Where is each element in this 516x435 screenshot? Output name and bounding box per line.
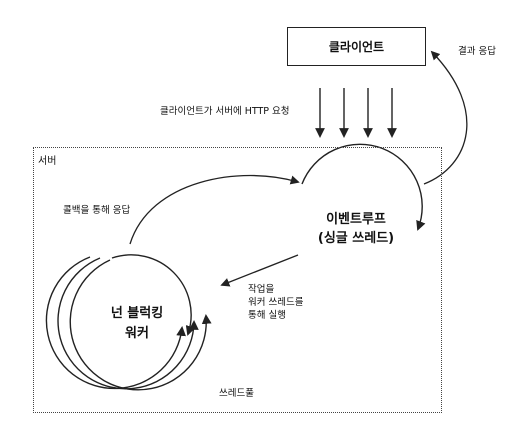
callback-response-label: 콜백을 통해 응답 [63,205,131,216]
worker-arc-1 [69,259,212,391]
workers-label-line1: 넌 블럭킹 [110,306,164,321]
http-request-arrows [315,88,397,138]
task-dispatch-arrow [220,254,299,287]
worker-thread-arcs [45,254,212,391]
result-response-label: 결과 응답 [458,46,496,57]
server-boundary [33,147,442,413]
worker-arc-3 [45,256,186,390]
task-note-line3: 통해 실행 [248,310,286,321]
event-loop-label-line2: (싱글 쓰레드) [317,231,395,246]
worker-arc-2 [57,257,199,390]
task-note-line1: 작업을 [248,284,275,295]
result-response-arrow [423,50,468,185]
client-box: 클라이언트 [287,27,426,66]
server-label: 서버 [38,156,57,167]
client-label: 클라이언트 [328,40,385,54]
task-note-line2: 워커 쓰레드를 [248,297,304,308]
worker-arc-4 [111,254,196,336]
http-request-label: 클라이언트가 서버에 HTTP 요청 [160,106,290,117]
thread-pool-label: 쓰레드풀 [219,388,254,399]
callback-response-arrow [129,174,300,245]
event-loop-arc [301,143,426,231]
workers-label-line2: 워커 [125,326,149,341]
event-loop-label-line1: 이벤트루프 [326,212,386,227]
